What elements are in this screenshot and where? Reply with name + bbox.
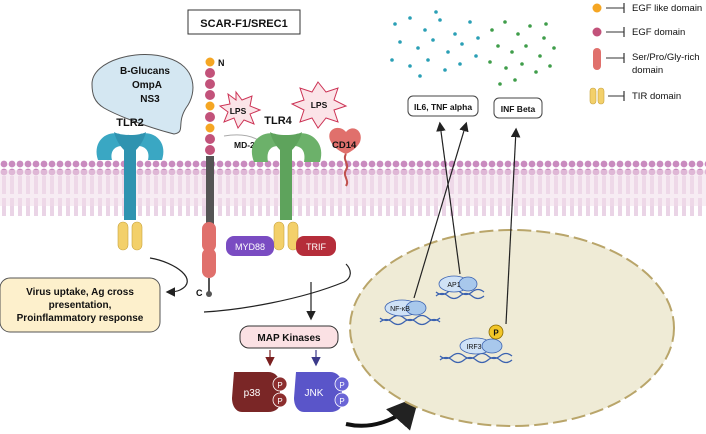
pink-dot-icon <box>592 27 602 37</box>
outcome-line-1: Virus uptake, Ag cross <box>26 287 134 298</box>
tlr4-tir-domain <box>273 221 285 251</box>
cd14: CD14 <box>329 127 361 187</box>
arrow-to-nucleus <box>345 396 420 431</box>
arrow-nfkb-cytokines <box>413 121 469 299</box>
tlr4-receptor: TLR4 <box>251 115 322 251</box>
legend-label-egf: EGF domain <box>632 27 685 38</box>
irf3-phospho-label: P <box>493 329 499 338</box>
ser-pro-gly-domain <box>202 222 216 252</box>
trif-label: TRIF <box>306 242 326 252</box>
tlr2-tir-domain <box>117 221 129 251</box>
arrow-tlr2-outcome <box>149 257 188 297</box>
c-terminus-label: C <box>196 288 203 298</box>
title-text: SCAR-F1/SREC1 <box>200 18 287 30</box>
ap1-label: AP1 <box>447 282 460 289</box>
map-kinases-box: MAP Kinases <box>239 325 339 349</box>
scar-f1-receptor: N C <box>196 57 225 298</box>
signal-bracket <box>203 263 351 313</box>
interferon-dots <box>488 20 556 86</box>
md2-label: MD-2 <box>234 140 255 150</box>
lps-label-a: LPS <box>230 106 247 116</box>
cd14-label: CD14 <box>332 140 357 151</box>
legend-label-tir: TIR domain <box>632 91 681 102</box>
pamp-label-1: B-Glucans <box>120 66 170 77</box>
irf3-factor: IRF3 P <box>459 324 504 355</box>
jnk-kinase: JNK P P <box>294 372 350 412</box>
orange-dot-icon <box>592 3 602 13</box>
outcome-box: Virus uptake, Ag cross presentation, Pro… <box>0 277 161 333</box>
lps-star-b: LPS <box>290 81 348 129</box>
pamp-label-2: OmpA <box>132 80 162 91</box>
outcome-line-3: Proinflammatory response <box>17 313 144 324</box>
cytokine-dots <box>390 10 480 78</box>
p38-phospho-2: P <box>277 397 282 406</box>
irf3-label: IRF3 <box>466 344 481 351</box>
title-box: SCAR-F1/SREC1 <box>187 9 301 35</box>
legend: EGF like domain EGF domain Ser/Pro/Gly-r… <box>589 3 702 105</box>
map-kinases-label: MAP Kinases <box>257 333 321 344</box>
il6-tnf-box: IL6, TNF alpha <box>407 95 479 117</box>
tlr2-label: TLR2 <box>116 117 144 129</box>
irf3-phospho <box>488 324 504 340</box>
jnk-phospho-1: P <box>339 381 344 390</box>
il6-tnf-label: IL6, TNF alpha <box>414 102 472 112</box>
pamp-cloud: B-Glucans OmpA NS3 <box>91 54 194 135</box>
arrow-ap1-cytokines <box>436 121 461 275</box>
md2-label-group: MD-2 <box>223 134 259 150</box>
ifn-beta-box: INF Beta <box>493 97 543 119</box>
trif-adaptor: TRIF <box>296 236 336 256</box>
p38-kinase: p38 P P <box>232 372 288 412</box>
myd88-label: MYD88 <box>235 242 265 252</box>
tlr4-label: TLR4 <box>264 115 292 127</box>
tlr2-receptor: TLR2 <box>96 117 164 251</box>
red-capsule-icon <box>593 48 601 70</box>
arrow-irf3-interferon <box>505 127 521 325</box>
jnk-phospho-2: P <box>339 397 344 406</box>
dna-strands <box>379 288 513 364</box>
myd88-adaptor: MYD88 <box>226 236 274 256</box>
nfkb-label: NF-κB <box>390 306 410 313</box>
ifn-beta-label: INF Beta <box>501 104 536 114</box>
legend-label-egf-like: EGF like domain <box>632 3 702 14</box>
nucleus <box>349 229 675 427</box>
n-terminus-label: N <box>218 58 225 68</box>
pamp-label-3: NS3 <box>140 94 160 105</box>
p38-phospho-1: P <box>277 381 282 390</box>
yellow-bars-icon <box>589 87 605 105</box>
nfkb-factor: NF-κB <box>384 299 427 317</box>
legend-label-ser-pro-gly: Ser/Pro/Gly-rich <box>632 52 700 63</box>
ap1-factor: AP1 <box>438 275 478 293</box>
jnk-label: JNK <box>305 388 324 399</box>
p38-label: p38 <box>244 388 261 399</box>
legend-label-ser-pro-gly-2: domain <box>632 65 663 76</box>
outcome-line-2: presentation, <box>49 300 112 311</box>
lps-star-a: LPS <box>218 90 262 130</box>
lps-label-b: LPS <box>311 100 328 110</box>
